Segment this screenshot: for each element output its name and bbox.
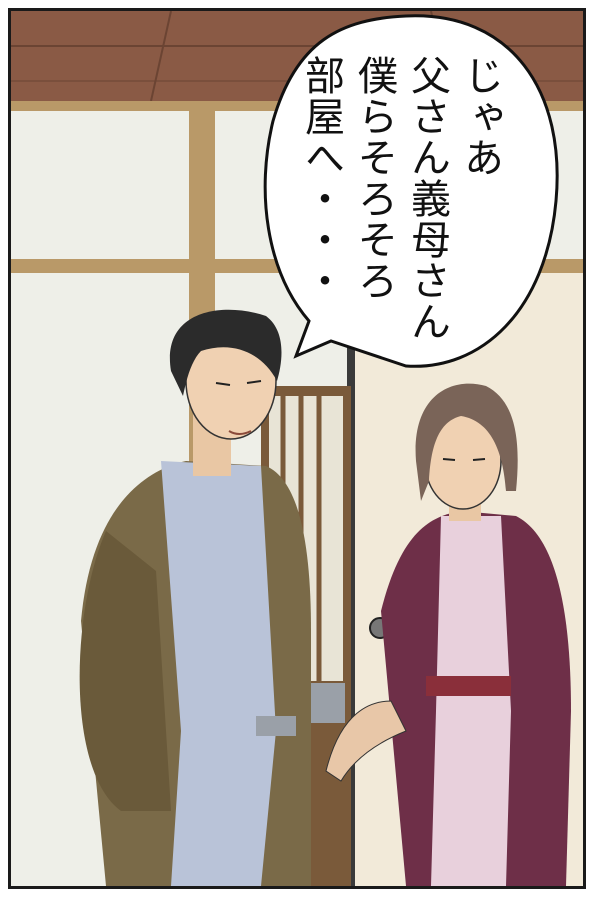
speech-line-1: じゃあ (457, 55, 503, 178)
panel-illustration (11, 11, 583, 886)
speech-bubble-text: じゃあ 父さん義母さん 僕らそろそろ 部屋へ・・・ (294, 55, 506, 375)
speech-line-2: 父さん義母さん (404, 55, 450, 342)
manga-panel: じゃあ 父さん義母さん 僕らそろそろ 部屋へ・・・ (8, 8, 586, 889)
woman-figure (325, 383, 571, 886)
man-hair (169, 309, 282, 396)
speech-line-4: 部屋へ・・・ (298, 55, 344, 301)
speech-line-3: 僕らそろそろ (351, 55, 397, 301)
man-figure (79, 309, 311, 886)
speech-bubble-icon (263, 14, 559, 368)
woman-hair (415, 383, 518, 501)
